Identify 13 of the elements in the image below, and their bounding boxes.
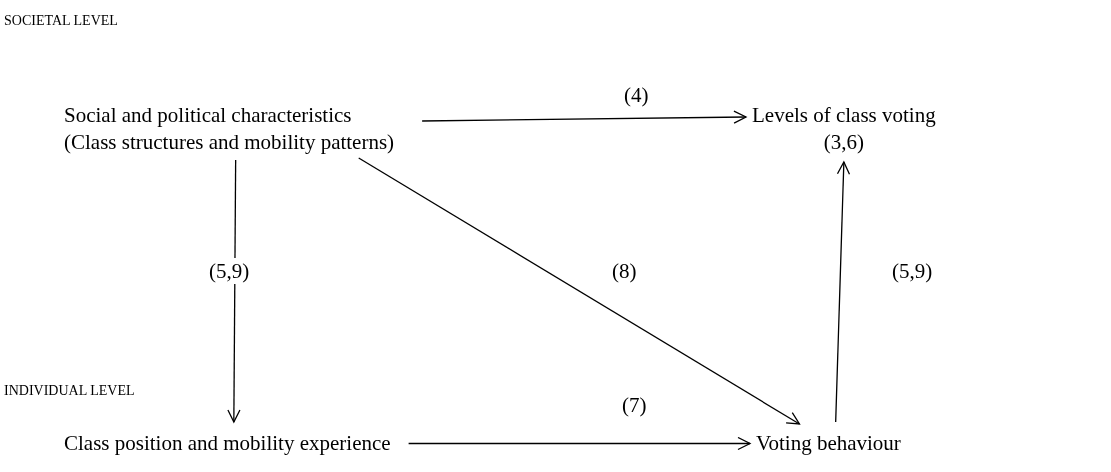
node-text: Social and political characteristics [64, 102, 353, 129]
arrow [227, 159, 241, 423]
arrow [407, 436, 751, 451]
node-text: Levels of class voting [752, 102, 936, 129]
node-text: (3,6) [822, 129, 865, 156]
node-text: Voting behaviour [756, 430, 901, 457]
level-heading: INDIVIDUAL LEVEL [4, 382, 135, 400]
node-text: Class position and mobility experience [64, 430, 391, 457]
arrow [835, 161, 851, 423]
node-text: (Class structures and mobility patterns) [64, 129, 395, 156]
arrow [421, 110, 747, 124]
level-heading: SOCIETAL LEVEL [4, 12, 118, 30]
arrow [358, 157, 801, 425]
